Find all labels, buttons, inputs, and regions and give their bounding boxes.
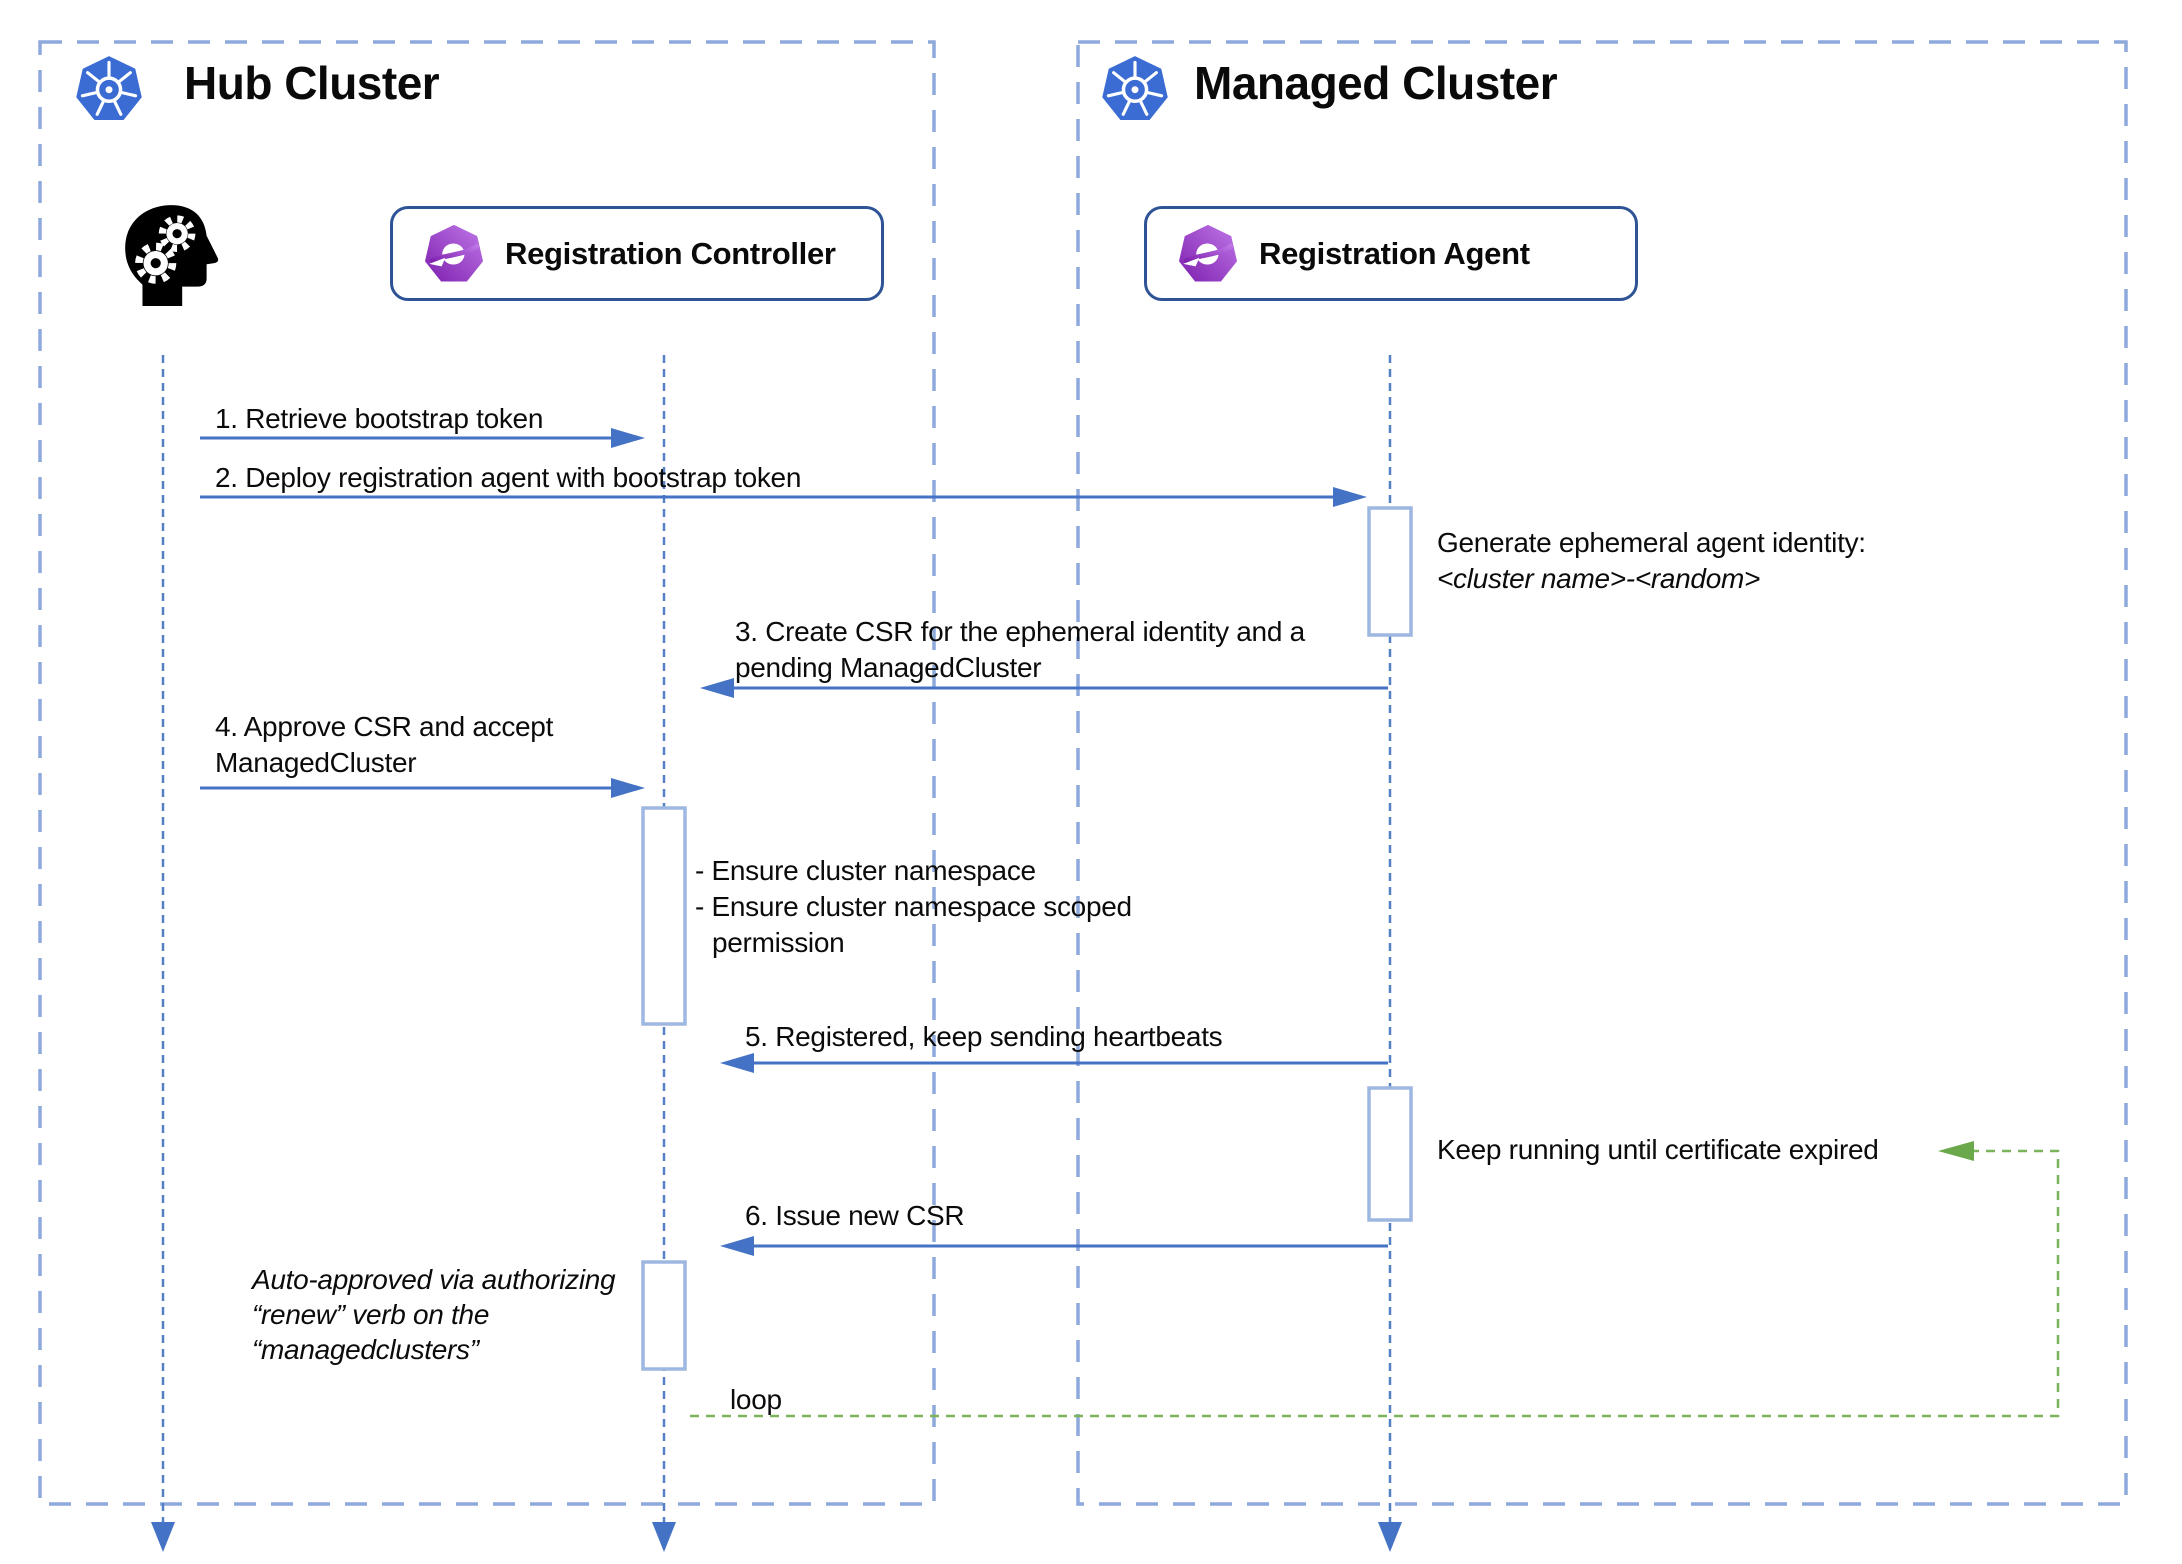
agent-lifeline-arrow-icon	[1378, 1522, 1402, 1552]
arrow-6-head-icon	[720, 1236, 754, 1256]
agent-activation-1	[1367, 506, 1413, 637]
message-4-label-line2: ManagedCluster	[215, 747, 417, 778]
identity-note-line1: Generate ephemeral agent identity:	[1437, 527, 1866, 558]
controller-activation-2	[641, 1260, 687, 1371]
registration-controller-box: Registration Controller	[390, 206, 884, 301]
identity-note-line2: <cluster name>-<random>	[1437, 563, 1761, 594]
arrow-2-head-icon	[1333, 487, 1367, 507]
arrow-3-head-icon	[700, 678, 734, 698]
message-4-label-line1: 4. Approve CSR and accept	[215, 711, 554, 742]
activation-boxes	[641, 506, 1413, 1371]
hub-cluster-title: Hub Cluster	[184, 57, 440, 109]
message-2-label: 2. Deploy registration agent with bootst…	[215, 462, 802, 493]
ensure-note-line3: permission	[712, 927, 845, 958]
registration-controller-label: Registration Controller	[505, 235, 836, 271]
ocm-logo-icon	[423, 223, 485, 285]
registration-agent-box: Registration Agent	[1144, 206, 1638, 301]
managed-cluster-title: Managed Cluster	[1194, 57, 1558, 109]
auto-approved-note-line3: “managedclusters”	[252, 1334, 479, 1365]
controller-lifeline-arrow-icon	[652, 1522, 676, 1552]
message-6-label: 6. Issue new CSR	[745, 1200, 965, 1231]
loop-arrow-head-icon	[1938, 1141, 1974, 1161]
registration-agent-label: Registration Agent	[1259, 235, 1530, 271]
ocm-logo-icon	[1177, 223, 1239, 285]
ensure-note-line2: - Ensure cluster namespace scoped	[695, 891, 1132, 922]
arrow-4-head-icon	[611, 778, 645, 798]
agent-activation-2	[1367, 1086, 1413, 1222]
message-3-label-line2: pending ManagedCluster	[735, 652, 1042, 683]
controller-activation-1	[641, 806, 687, 1026]
arrow-5-head-icon	[720, 1053, 754, 1073]
auto-approved-note-line1: Auto-approved via authorizing	[252, 1264, 616, 1295]
user-head-gears-icon	[116, 200, 228, 306]
arrow-1-head-icon	[611, 428, 645, 448]
hub-cluster-frame	[38, 40, 936, 1506]
loop-label: loop	[730, 1384, 782, 1415]
message-arrowheads	[611, 428, 1367, 1256]
kubernetes-icon	[74, 52, 144, 126]
actor-lifeline-arrow-icon	[151, 1522, 175, 1552]
message-5-label: 5. Registered, keep sending heartbeats	[745, 1021, 1223, 1052]
message-1-label: 1. Retrieve bootstrap token	[215, 403, 544, 434]
lifeline-end-arrows	[151, 1522, 1402, 1552]
kubernetes-icon	[1100, 52, 1170, 126]
message-3-label-line1: 3. Create CSR for the ephemeral identity…	[735, 616, 1305, 647]
managed-cluster-frame	[1076, 40, 2128, 1506]
ensure-note-line1: - Ensure cluster namespace	[695, 855, 1036, 886]
keep-running-note: Keep running until certificate expired	[1437, 1134, 1879, 1165]
message-arrows	[200, 436, 1388, 1248]
gear-icon	[135, 242, 177, 284]
auto-approved-note-line2: “renew” verb on the	[252, 1299, 490, 1330]
